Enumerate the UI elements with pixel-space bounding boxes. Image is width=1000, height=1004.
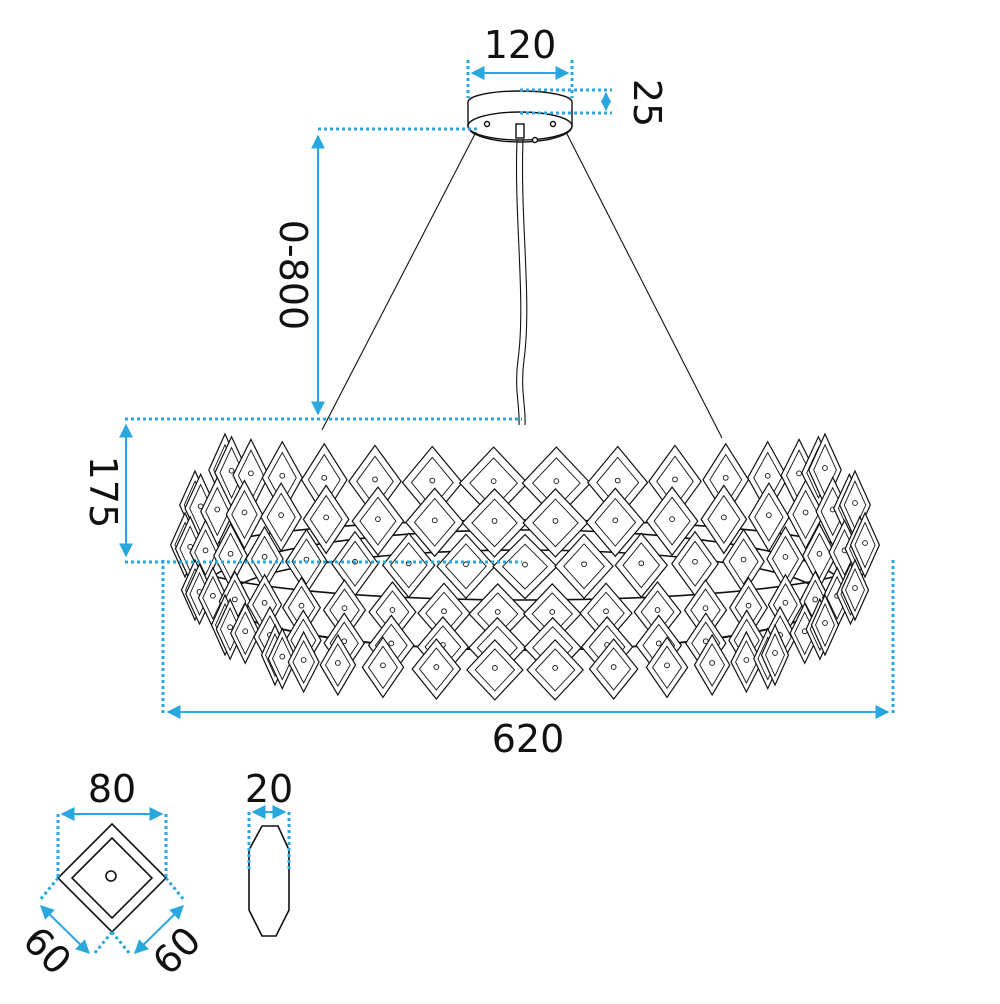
crystal-pendant [492,533,558,600]
crystal-pendant [411,638,462,700]
crystal-pendant [849,511,881,579]
crystal-pendant [225,479,264,550]
crystal-pendant [287,630,320,694]
crystal-detail-front: 80 60 60 [15,767,210,983]
crystal-pendant [436,533,496,600]
crystal-pendant [466,639,524,701]
crystal-pendant [614,532,669,599]
crystal-pendant [267,627,297,691]
crystal-pendant [671,530,719,597]
crystal-pendant [468,583,528,645]
crystal-pendant [693,633,731,697]
crystal-pendant [747,481,790,553]
crystal-pendant [260,481,303,553]
crystal-pendant [319,633,357,697]
crystal-pendant [300,442,348,517]
dim-crystal-width: 80 [88,767,136,811]
crystal-pendant [381,532,436,599]
crystal-pendant [213,522,248,590]
crystal-pendant [461,488,528,558]
dim-crystal-side-right: 60 [144,918,209,983]
dim-canopy-width: 120 [484,23,557,67]
chandelier-body [169,432,881,701]
dim-crystal-side-left: 60 [15,918,80,983]
crystal-pendant [229,601,261,665]
dim-suspension-length: 0-800 [271,220,315,330]
crystal-pendant [351,486,405,557]
crystal-pendant [786,479,825,550]
crystal-pendant [760,623,790,687]
crystal-pendant [554,533,614,600]
dim-crystal-thickness: 20 [245,767,293,811]
crystal-pendant [526,639,584,701]
crystal-pendant [331,530,379,597]
ceiling-canopy [467,90,573,144]
dim-body-width: 620 [492,717,565,761]
crystal-pendant [645,486,699,557]
crystal-pendant [522,488,589,558]
suspension-wires [321,131,723,439]
crystal-pendant [700,484,748,555]
crystal-pendant [840,558,870,622]
crystal-detail-side: 20 [245,767,293,937]
dim-body-height: 175 [81,456,125,529]
crystal-pendant [405,487,465,558]
crystal-pendant [302,484,350,555]
crystal-pendants [169,432,881,701]
crystal-pendant [585,487,645,558]
dim-canopy-height: 25 [625,79,669,127]
crystal-pendant [588,638,639,700]
crystal-pendant [810,593,840,657]
crystal-pendant [722,528,765,595]
dimension-lines [119,60,895,719]
crystal-pendant [645,636,689,699]
crystal-pendant [361,636,405,699]
